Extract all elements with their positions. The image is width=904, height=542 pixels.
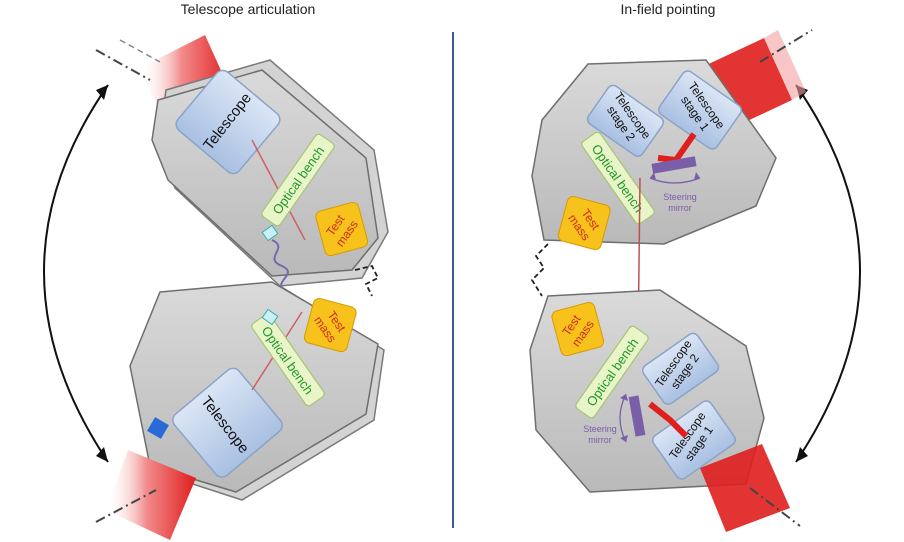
- test-mass-box: [315, 201, 369, 257]
- arrow-head-top-icon: [96, 85, 108, 100]
- laser-beam: [764, 30, 806, 100]
- beam-path: [648, 401, 689, 439]
- telescope-box: [175, 69, 281, 175]
- telescope-stage1-box: [658, 70, 742, 150]
- steering-mirror-label-line2: mirror: [668, 203, 692, 213]
- right-panel-title: In-field pointing: [621, 1, 716, 17]
- arc-arrow-icon: [620, 435, 628, 442]
- arrow-head-bottom-icon: [796, 447, 808, 462]
- laser-beam: [106, 450, 196, 540]
- arc-arrow-icon: [650, 172, 656, 180]
- right-top-assembly: Telescope stage 1 Telescope stage 2 Stee…: [531, 29, 813, 251]
- telescope-stage1-box: [652, 400, 736, 480]
- right-bottom-assembly: Telescope stage 2 Telescope stage 1 Stee…: [529, 289, 801, 532]
- fiber-connector: [261, 308, 279, 326]
- steering-mirror-label-line1: Steering: [663, 192, 697, 202]
- steering-mirror-label-line1: Steering: [583, 424, 617, 434]
- optical-bench-box: [575, 325, 649, 419]
- telescope-mount: [147, 417, 169, 439]
- left-panel: Telescope Optical bench Test mass: [43, 35, 389, 540]
- beam-axis-line: [95, 489, 157, 523]
- articulation-arrow: [43, 84, 109, 463]
- steering-mirror: [651, 156, 697, 174]
- left-bottom-assembly: Telescope Optical bench Test mass: [95, 281, 385, 540]
- left-panel-title: Telescope articulation: [181, 1, 316, 17]
- steering-mirror-label-line2: mirror: [588, 435, 612, 445]
- optical-bench-box: [581, 131, 655, 225]
- right-panel: Telescope stage 1 Telescope stage 2 Stee…: [529, 29, 861, 532]
- dashed-connection: [530, 243, 549, 297]
- dashed-connection: [354, 264, 380, 297]
- mirror-rotation-arc: [649, 177, 701, 184]
- telescope-stage2-box: [641, 332, 720, 405]
- laser-beam: [700, 444, 790, 532]
- left-top-assembly: Telescope Optical bench Test mass: [95, 35, 389, 287]
- test-mass-box: [557, 195, 611, 251]
- beam-axis-line: [119, 39, 161, 63]
- optical-bench-box: [261, 133, 335, 227]
- arc-arrow-icon: [694, 172, 700, 180]
- fiber-connector: [261, 224, 279, 242]
- test-mass-box: [303, 297, 357, 353]
- arrow-head-bottom-icon: [96, 447, 108, 462]
- telescope-stage2-box: [586, 84, 665, 157]
- optical-bench-box: [251, 313, 325, 407]
- pointing-arrow: [795, 84, 861, 463]
- beam-axis-line: [95, 49, 151, 81]
- arc-arrow-icon: [620, 394, 628, 401]
- telescope-box: [172, 367, 283, 478]
- test-mass-box: [551, 301, 605, 357]
- steering-mirror: [628, 395, 646, 437]
